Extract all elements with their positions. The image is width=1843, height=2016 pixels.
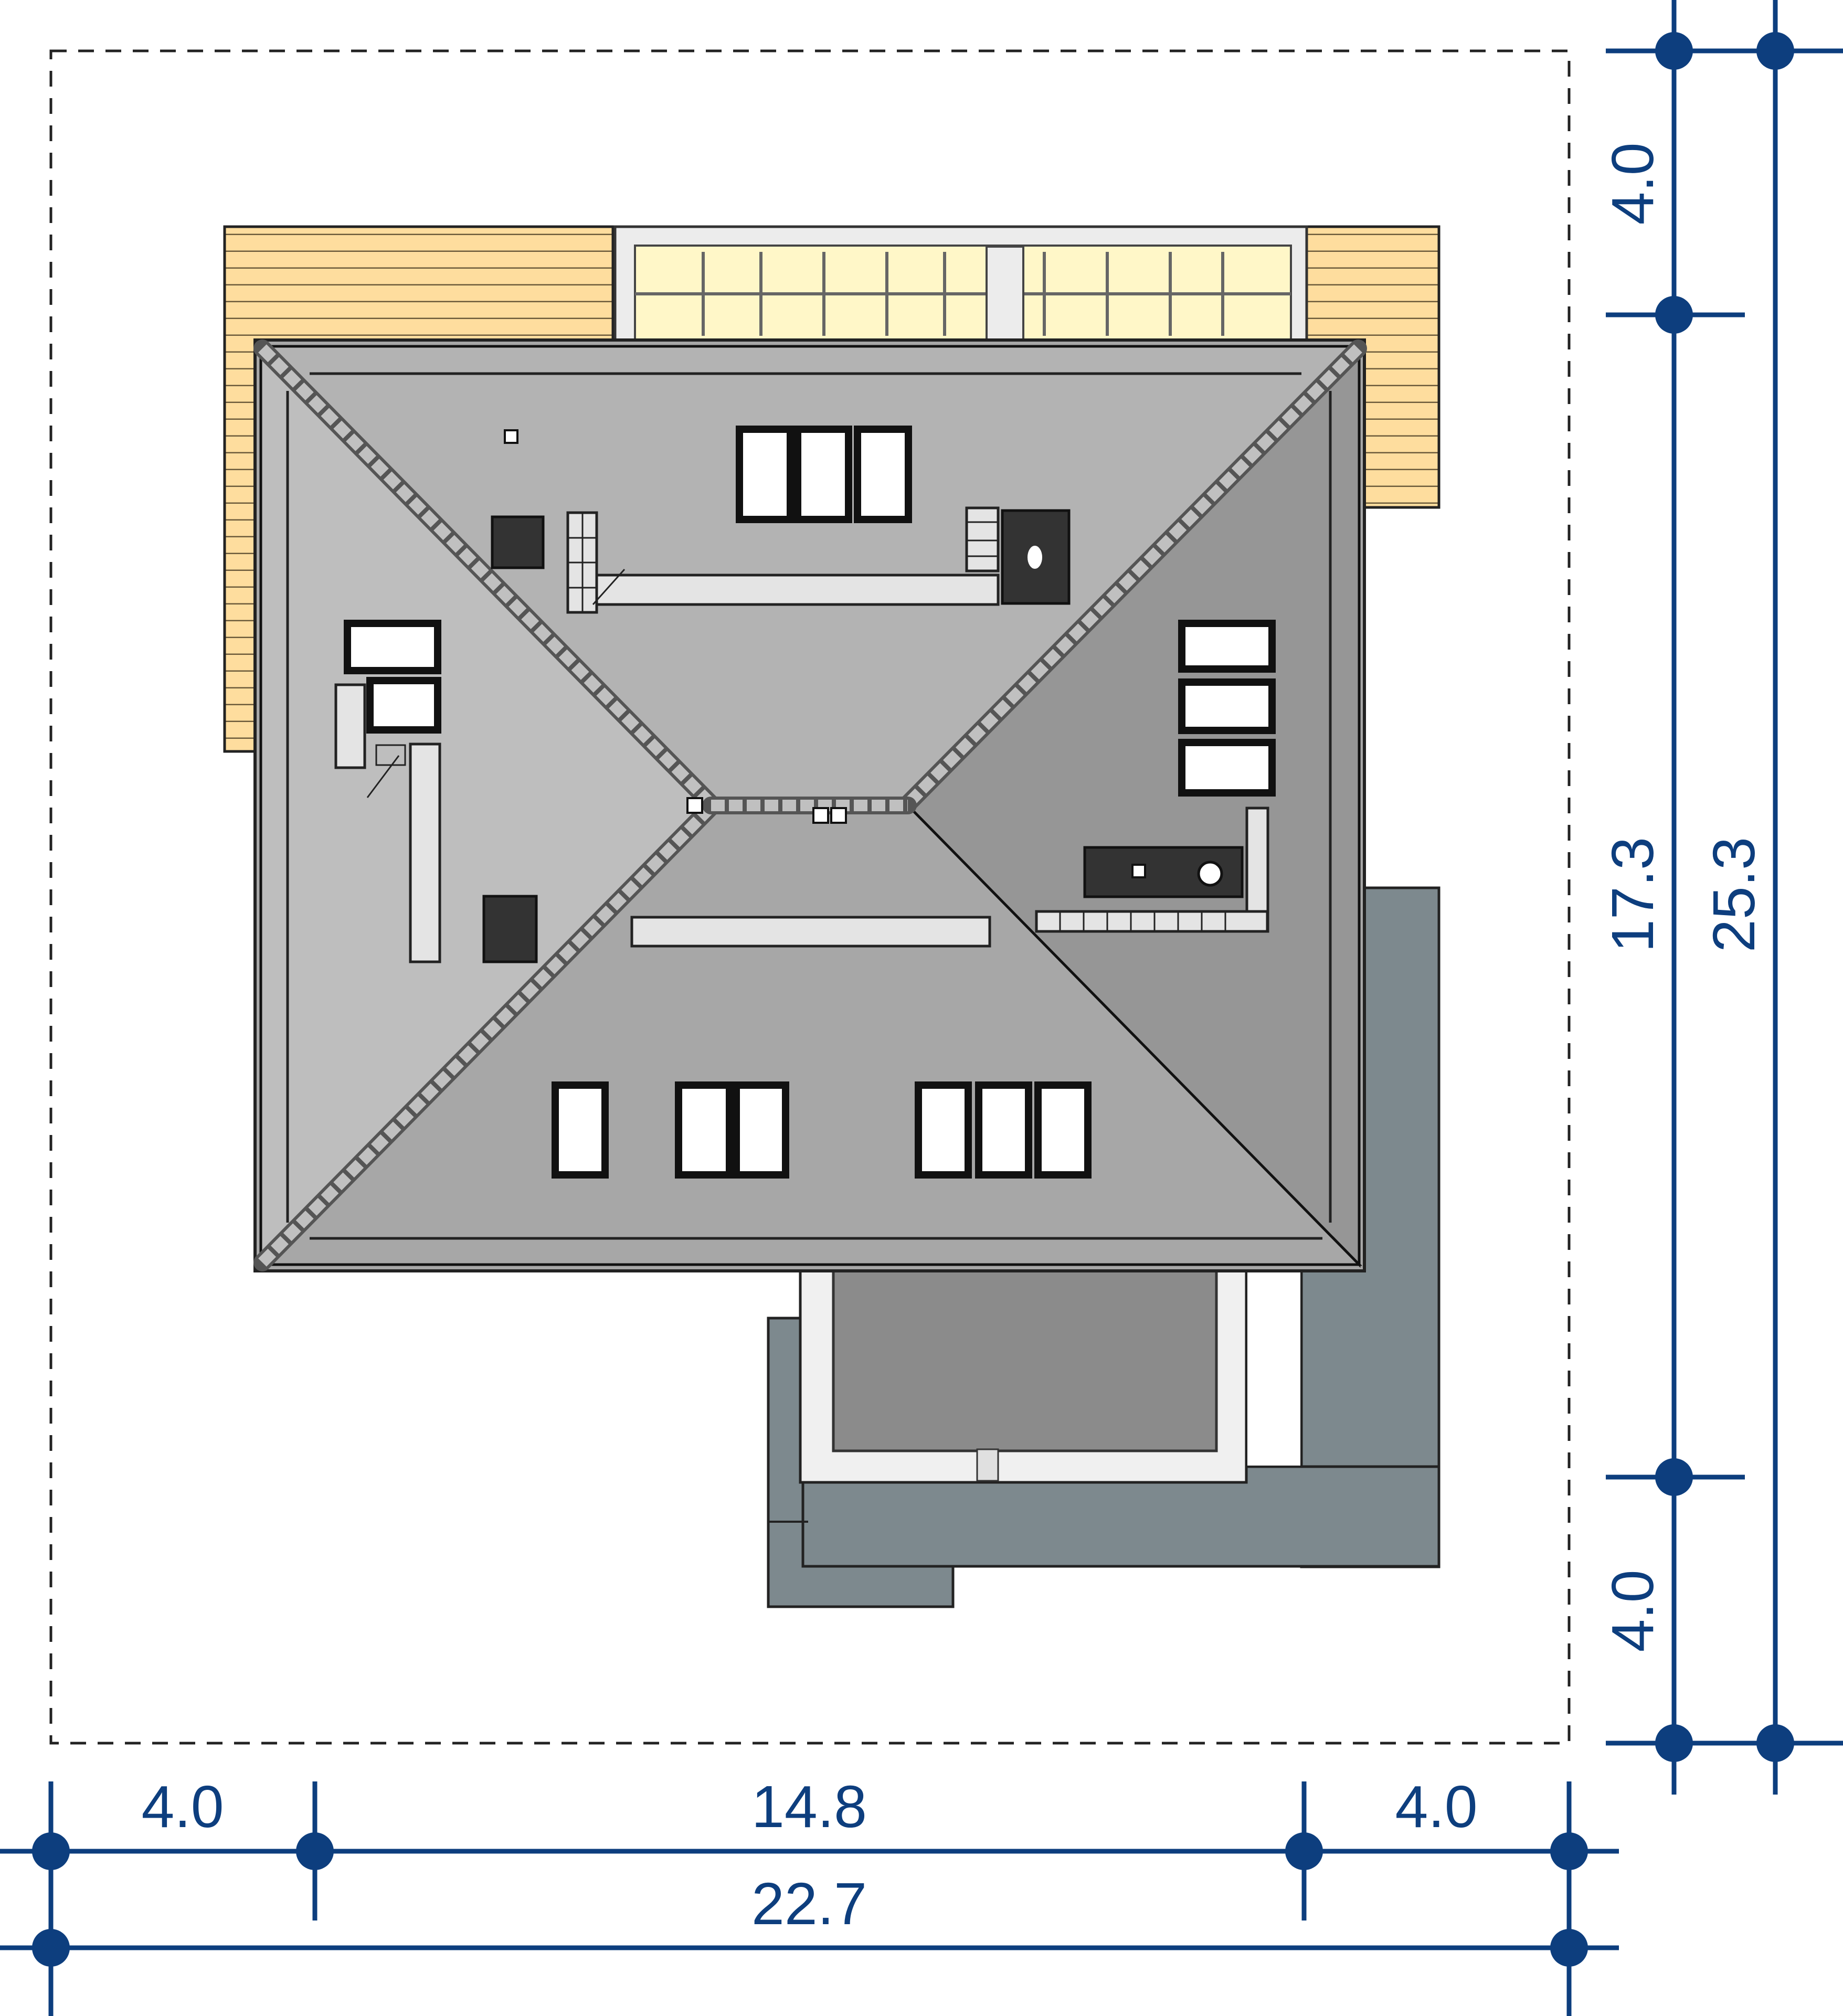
skylight [733,1081,789,1179]
dim-label-right-main: 17.3 [1600,837,1666,952]
north-balcony [613,225,1308,344]
chimney [491,515,545,569]
skylight [552,1081,609,1179]
skylight [1034,1081,1092,1179]
skylight [1178,678,1276,734]
dim-label-bottom-right: 4.0 [1395,1774,1477,1840]
dim-label-bottom-main: 14.8 [751,1774,867,1840]
vent [504,429,518,444]
eave-gutter [286,372,1332,1240]
skylight [675,1081,733,1179]
vent [812,807,829,824]
chimney [1001,509,1071,605]
vent [830,807,847,824]
skylight [794,426,852,523]
dimension-bottom [0,1781,1619,2016]
dim-label-right-total: 25.3 [1701,837,1767,952]
roof-walkways [334,506,1269,963]
roof-ladder-grid [366,513,1226,931]
skylight [366,677,441,734]
skylight [1178,739,1276,797]
skylight [975,1081,1032,1179]
skylight [344,620,441,674]
dim-label-right-top: 4.0 [1600,142,1666,225]
chimneys [482,429,1244,963]
skylight [915,1081,972,1179]
vent [1131,864,1146,878]
hip-ridges [253,339,1367,1271]
vent [686,797,703,814]
skylight [736,426,794,523]
dim-label-bottom-total: 22.7 [751,1871,867,1937]
dim-label-bottom-left: 4.0 [141,1774,224,1840]
chimney [482,895,538,963]
dimension-right [1606,0,1843,1795]
skylight [1178,620,1276,673]
plot-boundary [49,49,1571,1745]
vent [1197,861,1223,887]
skylight [854,426,912,523]
south-terrace [799,1268,1302,1484]
dim-label-right-bottom: 4.0 [1600,1569,1666,1652]
skylights [344,426,1276,1179]
